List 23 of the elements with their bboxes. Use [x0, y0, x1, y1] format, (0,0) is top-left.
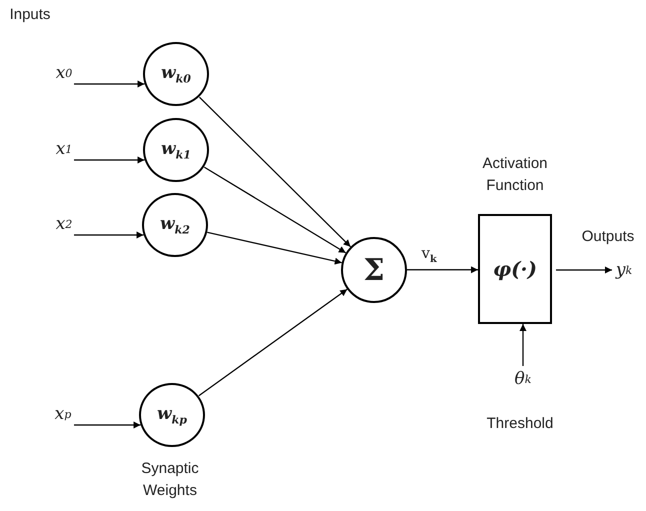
arrow — [207, 232, 342, 265]
weight-label: w$_{kp}$ — [156, 404, 188, 426]
sigma-symbol: Σ — [363, 252, 385, 288]
weight-label: w$_{k0}$ — [161, 62, 191, 86]
arrow — [204, 166, 346, 254]
arrow — [520, 324, 526, 366]
arrow — [556, 266, 612, 274]
arrow — [199, 96, 351, 248]
threshold-caption: Threshold — [486, 414, 554, 434]
arrow — [74, 80, 145, 88]
arrow — [198, 288, 348, 396]
function-label: φ(·) — [493, 257, 537, 281]
arrow — [74, 156, 145, 164]
function-caption: Activation Function — [481, 154, 549, 196]
arrow — [74, 422, 141, 428]
synaptic-weights-label: Synaptic Weights — [140, 459, 200, 501]
activation-function-box — [478, 214, 552, 324]
arrow — [74, 232, 144, 238]
arrow — [407, 266, 478, 274]
weight-label: w$_{k2}$ — [160, 214, 190, 236]
inputs-label: Inputs — [8, 5, 52, 25]
outputs-label: Outputs — [580, 227, 636, 247]
weight-label: w$_{k1}$ — [161, 138, 191, 162]
